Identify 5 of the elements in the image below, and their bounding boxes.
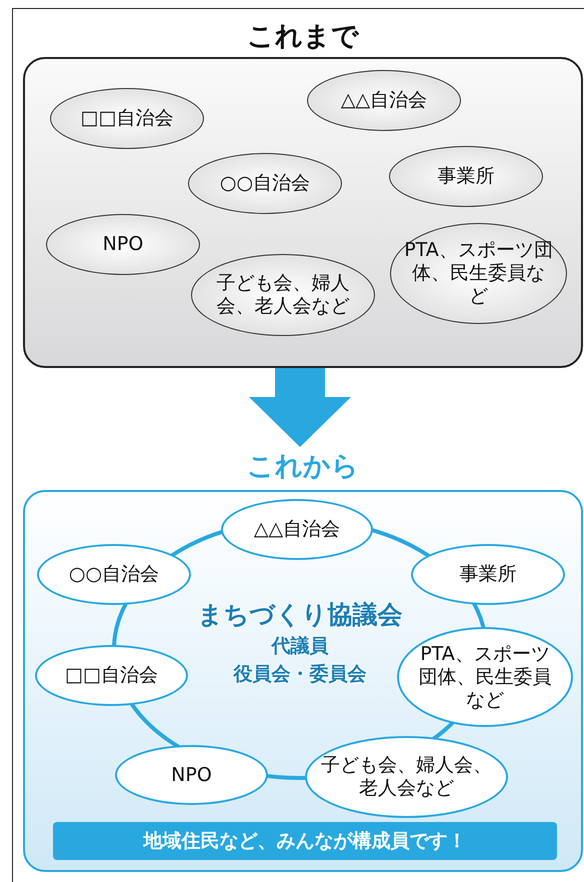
section-heading: これから <box>247 450 359 484</box>
section-heading: これまで <box>247 20 359 54</box>
council-subtitle: 役員会・委員会 <box>234 662 366 687</box>
banner-bar: 地域住民など、みんなが構成員です！ <box>53 822 557 860</box>
council-subtitle: 代議員 <box>272 634 328 659</box>
